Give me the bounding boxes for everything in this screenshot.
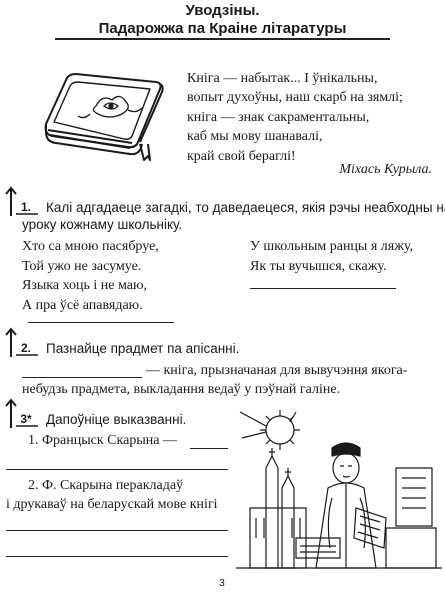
answer-blank[interactable] — [190, 448, 228, 449]
page-number: 3 — [219, 578, 225, 589]
task-instruction: Дапоўніце выказванні. — [46, 412, 187, 427]
riddle-line: Як ты вучышся, скажу. — [250, 258, 387, 274]
epigraph-line: вопыт духоўны, наш скарб на зямлі; — [187, 90, 403, 106]
epigraph-line: Кніга — набытак... І ўнікальны, — [187, 71, 378, 86]
header-underline — [55, 38, 390, 40]
riddle-right: У школьным ранцы я ляжу, Як ты вучышся, … — [250, 237, 413, 276]
header-line1: Уводзіны. — [185, 2, 260, 19]
statement-2: і друкаваў на беларускай мове кнігі — [6, 497, 218, 512]
task-marker-icon — [5, 186, 38, 216]
definition-text: небудзь прадмета, выкладання ведаў у пэў… — [22, 382, 341, 397]
answer-blank[interactable] — [22, 377, 142, 378]
task-number: 2. — [20, 341, 31, 355]
answer-blank[interactable] — [6, 530, 228, 531]
riddle-line: У школьным ранцы я ляжу, — [250, 239, 413, 254]
book-illustration — [44, 73, 164, 161]
task-instruction: уроку кожнаму школьніку. — [22, 217, 183, 232]
answer-blank[interactable] — [6, 556, 228, 557]
task-number: 1. — [20, 200, 31, 214]
answer-blank[interactable] — [28, 322, 174, 323]
statement-1: 1. Францыск Скарына — — [28, 433, 177, 448]
epigraph-author: Міхась Курыла. — [339, 162, 432, 177]
epigraph-line: край свой берaглі! — [187, 148, 296, 164]
riddle-line: Хто са мною пасябруе, — [22, 239, 159, 254]
epigraph-poem: Кніга — набытак... І ўнікальны, вопыт ду… — [187, 69, 432, 166]
riddle-line: Языка хоць і не маю, — [22, 278, 147, 294]
skaryna-illustration — [236, 410, 442, 569]
answer-blank[interactable] — [6, 469, 228, 470]
page-title: Падарожжа па Краіне літаратуры — [98, 20, 347, 37]
statement-2: 2. Ф. Скарына перакладаў — [28, 478, 184, 493]
definition-text: — кніга, прызначаная для вывучэння якога… — [146, 363, 408, 378]
answer-blank[interactable] — [250, 288, 396, 289]
riddle-line: А пра ўсё апавядаю. — [22, 297, 143, 313]
task-marker-icon — [5, 327, 38, 357]
task-number: 3* — [20, 412, 32, 426]
task-marker-icon — [5, 398, 38, 428]
riddle-line: Той ужо не засумуе. — [22, 258, 142, 274]
epigraph-line: кніга — знак сакраментальны, — [187, 109, 370, 125]
task-instruction: Пазнайце прадмет па апісанні. — [46, 341, 240, 356]
epigraph-line: каб мы мову шанавалі, — [187, 129, 323, 145]
riddle-left: Хто са мною пасябруе, Той ужо не засумуе… — [22, 237, 159, 315]
task-instruction: Калі адгадаеце загадкі, то даведаецеся, … — [46, 200, 445, 215]
